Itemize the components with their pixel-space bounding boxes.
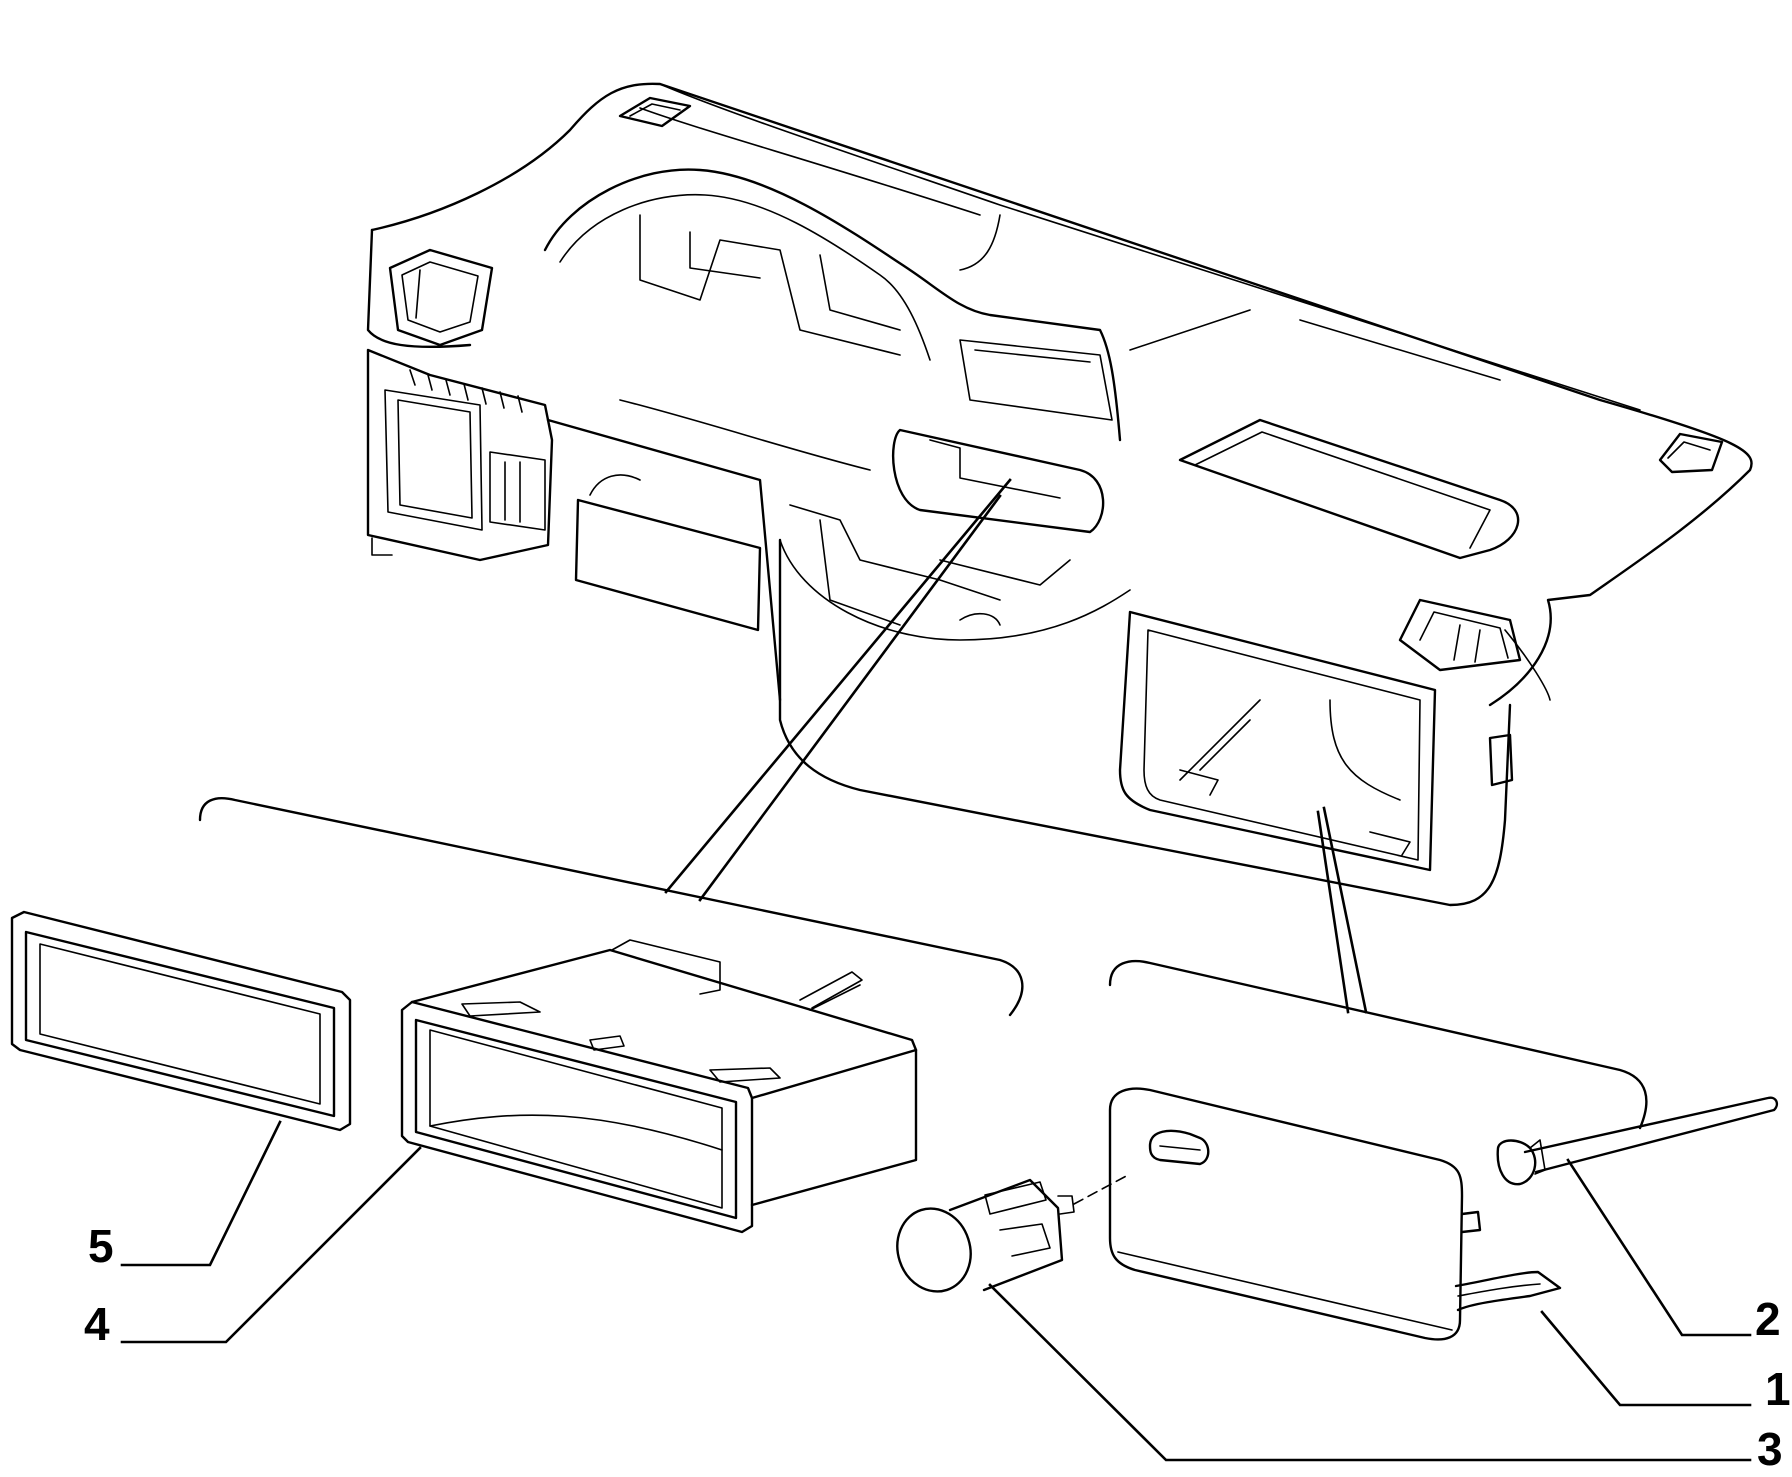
leader-4 [120, 1146, 422, 1344]
part-1-glovebox-lid [1108, 1087, 1562, 1341]
callout-4: 4 [84, 1298, 110, 1350]
leader-3 [988, 1283, 1752, 1462]
callout-5: 5 [88, 1220, 114, 1272]
group-brackets [198, 797, 1648, 1130]
callout-3: 3 [1757, 1423, 1783, 1475]
callout-labels: 5 4 2 1 3 [84, 1220, 1791, 1475]
callout-1: 1 [1765, 1363, 1791, 1415]
callout-leaders [120, 1120, 1752, 1462]
part-5-trim-frame [10, 910, 352, 1132]
leader-2 [1566, 1158, 1752, 1337]
part-3-lock [896, 1173, 1131, 1293]
leader-5 [120, 1120, 282, 1267]
dashboard-assembly [366, 82, 1753, 907]
leader-1 [1540, 1310, 1752, 1407]
bracket-right [1108, 959, 1648, 1130]
bracket-left [198, 797, 1024, 1017]
callout-2: 2 [1755, 1293, 1781, 1345]
part-4-radio-housing [400, 939, 918, 1234]
part-2-pin [1496, 1096, 1779, 1186]
explode-leader-lines [664, 478, 1368, 1014]
